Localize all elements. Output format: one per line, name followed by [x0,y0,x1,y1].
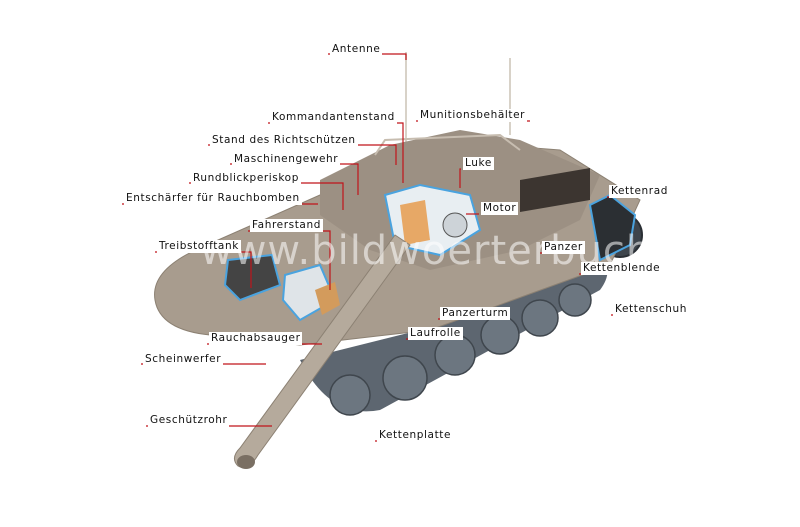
label-kommandantenstand: Kommandantenstand [270,111,397,124]
label-stand-des-richtschuetzen: Stand des Richtschützen [210,134,358,147]
label-laufrolle: Laufrolle [408,327,463,340]
label-fahrerstand: Fahrerstand [250,219,323,232]
label-kettenplatte: Kettenplatte [377,429,454,442]
label-kettenschuh: Kettenschuh [613,303,689,316]
label-treibstofftank: Treibstofftank [157,240,241,253]
label-luke: Luke [463,157,494,170]
label-geschuetzrohr: Geschützrohr [148,414,230,427]
label-antenne: Antenne [330,43,383,56]
label-scheinwerfer: Scheinwerfer [143,353,224,366]
label-entschaerfer-fuer-rauchbomben: Entschärfer für Rauchbomben [124,192,302,205]
label-kettenrad: Kettenrad [609,185,670,198]
label-motor: Motor [481,202,519,215]
label-panzerturm: Panzerturm [440,307,511,320]
watermark: www.bildwoerterbuch.com [200,228,755,274]
label-kettenblende: Kettenblende [581,262,663,275]
label-rauchabsauger: Rauchabsauger [209,332,303,345]
label-rundblickperiskop: Rundblickperiskop [191,172,301,185]
label-panzer: Panzer [542,241,585,254]
label-munitionsbehaelter: Munitionsbehälter [418,109,528,122]
label-maschinengewehr: Maschinengewehr [232,153,341,166]
